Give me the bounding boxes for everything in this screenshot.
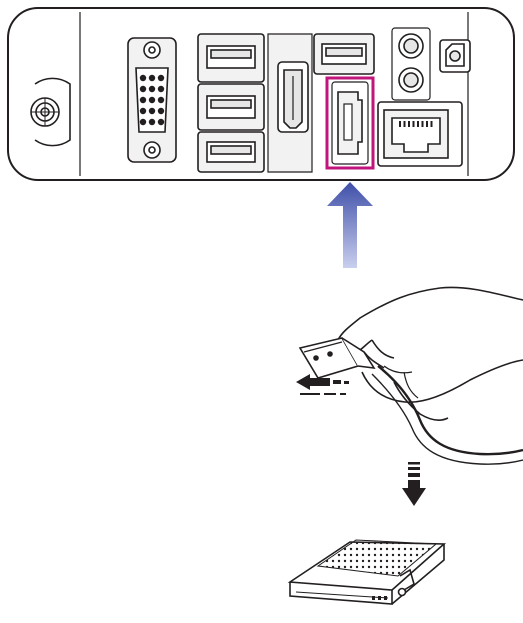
lan-pin xyxy=(426,121,428,127)
vga-pin xyxy=(140,97,146,103)
vga-pin xyxy=(158,108,164,114)
vga-pin xyxy=(149,86,155,92)
power-jack-icon xyxy=(31,78,70,145)
hdmi-port-icon xyxy=(268,34,312,172)
vga-pin xyxy=(149,75,155,81)
vga-pin xyxy=(140,119,146,125)
vga-pin xyxy=(158,86,164,92)
lan-pin xyxy=(399,121,401,127)
vga-pin xyxy=(158,119,164,125)
optical-out-icon xyxy=(440,40,470,72)
vga-pin xyxy=(140,86,146,92)
lan-port-icon xyxy=(378,102,462,166)
vga-pin xyxy=(149,108,155,114)
lan-pin xyxy=(408,121,410,127)
external-hard-drive-icon xyxy=(290,540,444,604)
lan-pin xyxy=(417,121,419,127)
lan-pin xyxy=(413,121,415,127)
vga-pin xyxy=(140,75,146,81)
audio-jack-icon xyxy=(392,28,430,100)
vga-pin xyxy=(158,75,164,81)
vga-port-icon xyxy=(128,38,176,162)
lan-pin xyxy=(422,121,424,127)
arrow-up-icon xyxy=(327,182,373,268)
vga-pin xyxy=(149,119,155,125)
vga-pin xyxy=(158,97,164,103)
esata-port-icon xyxy=(327,78,373,168)
lan-pin xyxy=(404,121,406,127)
arrow-down-icon xyxy=(402,462,426,506)
hand-holding-plug-icon xyxy=(300,287,523,464)
vga-pin xyxy=(140,108,146,114)
vga-pin xyxy=(149,97,155,103)
lan-pin xyxy=(431,121,433,127)
